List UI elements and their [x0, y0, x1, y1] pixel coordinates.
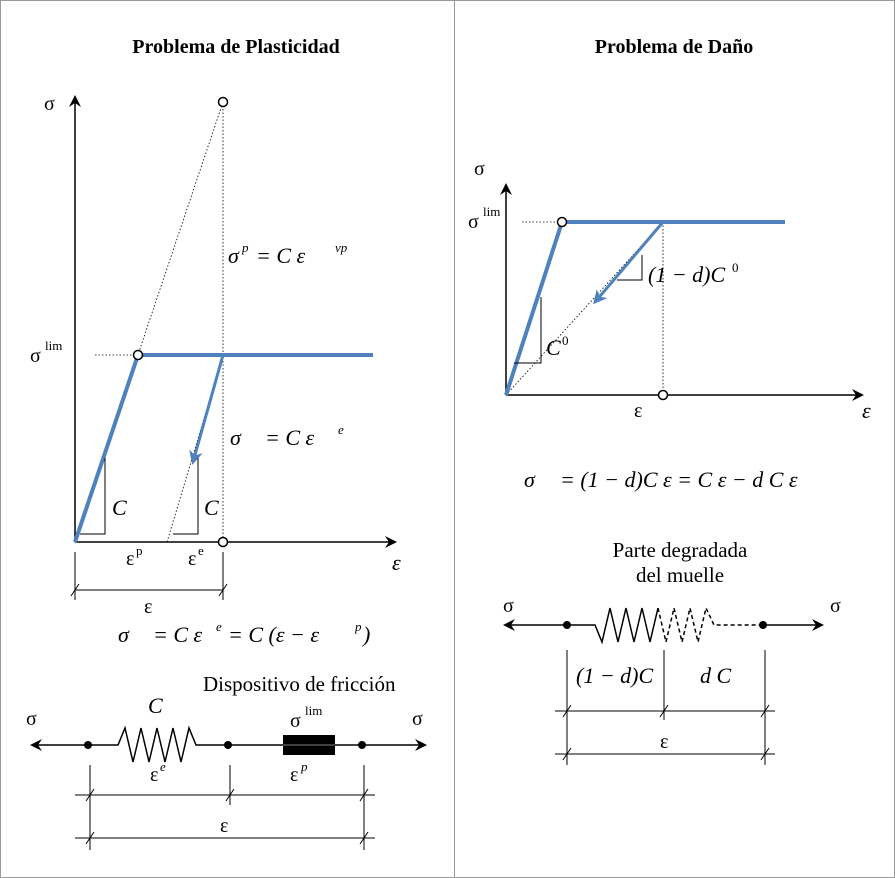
left-dim-slash-b: [218, 583, 228, 597]
left-dev-slash-5: [359, 831, 369, 845]
right-spring-degraded: [657, 605, 763, 643]
left-dev-slash-3: [359, 788, 369, 802]
left-device-label: Dispositivo de fricción: [203, 672, 396, 696]
left-eps-p-device: ε: [290, 764, 298, 786]
right-slope-label-c0-sup: 0: [562, 333, 569, 348]
left-device-sigma-left: σ: [26, 708, 37, 730]
right-slope-label-c0: C: [546, 335, 561, 360]
friction-block-top: [283, 735, 335, 744]
left-eps-e-device-sup: e: [160, 759, 166, 774]
left-sigma-lim-label: σ: [30, 345, 41, 367]
right-slash-4: [562, 747, 572, 761]
friction-block-bottom: [283, 746, 335, 755]
right-node-1: [563, 621, 571, 629]
left-eq-main-a: σ: [118, 622, 130, 647]
right-point-yield: [556, 216, 568, 228]
right-eq-a: σ: [524, 467, 536, 492]
right-sigma-axis-label: σ: [474, 158, 485, 180]
left-node-1: [84, 741, 92, 749]
right-slash-3: [760, 704, 770, 718]
right-slash-2: [659, 704, 669, 718]
right-dim-eps: ε: [660, 731, 668, 753]
left-eps-p-device-sup: p: [300, 759, 308, 774]
left-eps-e-device: ε: [150, 764, 158, 786]
right-stress-strain-curve: [504, 220, 785, 396]
left-eq-main-b: = C ε: [153, 622, 203, 647]
left-friction-sigma-sup: lim: [305, 703, 322, 718]
left-spring-label: C: [148, 693, 163, 718]
left-eps-p-sup: p: [136, 543, 143, 558]
left-dev-slash-4: [85, 831, 95, 845]
left-node-3: [358, 741, 366, 749]
left-eps-e-label: ε: [188, 548, 196, 570]
left-slope-triangle-1: [80, 458, 106, 535]
right-eps-label: ε: [634, 400, 642, 422]
right-seg-a-label: (1 − d)C: [576, 663, 653, 688]
left-eq-main-d: ): [361, 622, 370, 647]
left-slope-label-2: C: [204, 495, 219, 520]
left-eps-axis-label: ε: [392, 550, 401, 575]
left-eq-main-c: = C (ε − ε: [228, 622, 319, 647]
left-eps-p-label: ε: [126, 548, 134, 570]
right-slope-triangle-1: [514, 297, 542, 364]
left-eq-sigma-p-rhs: = C ε: [256, 243, 306, 268]
right-slash-5: [760, 747, 770, 761]
left-dotted-unload-extension: [166, 354, 224, 543]
right-node-2: [759, 621, 767, 629]
right-sigma-lim-label: σ: [468, 211, 479, 233]
left-node-2: [224, 741, 232, 749]
right-sigma-left: σ: [503, 595, 514, 617]
left-eq-sigma-p-sup: p: [241, 240, 249, 255]
left-eq-sigma-p-lhs: σ: [228, 243, 240, 268]
right-spring-label-2: del muelle: [636, 563, 724, 587]
left-dev-eps: ε: [220, 815, 228, 837]
left-spring: [88, 725, 228, 763]
left-eq-sigma-lhs: σ: [230, 425, 242, 450]
left-sigma-axis-label: σ: [44, 93, 55, 115]
right-spring-intact: [567, 607, 659, 645]
right-slope-triangle-2: [617, 255, 643, 281]
right-eps-axis-label: ε: [862, 398, 871, 423]
left-eps-e-sup: e: [198, 543, 204, 558]
left-eq-main-sup-p: p: [354, 619, 362, 634]
right-eq-b: = (1 − d)C ε = C ε − d C ε: [560, 467, 798, 492]
right-spring-label-1: Parte degradada: [613, 538, 748, 562]
left-eq-sigma-rhs: = C ε: [265, 425, 315, 450]
right-sigma-lim-sup: lim: [483, 204, 500, 219]
left-point-yield: [132, 349, 144, 361]
right-unloading-arrow: [593, 221, 665, 305]
right-dotted-damaged: [505, 221, 664, 396]
right-slash-1: [562, 704, 572, 718]
right-title: Problema de Daño: [595, 36, 754, 58]
right-panel-frame: [454, 0, 895, 878]
left-title: Problema de Plasticidad: [132, 36, 339, 58]
left-sigma-lim-sup: lim: [45, 338, 62, 353]
left-dev-slash-1: [85, 788, 95, 802]
left-friction-sigma: σ: [290, 710, 301, 732]
left-eq-sigma-p-rhs-sup: vp: [335, 240, 348, 255]
left-eq-sigma-rhs-sup: e: [338, 422, 344, 437]
left-eq-main-sup-e: e: [216, 619, 222, 634]
left-dim-eps: ε: [144, 596, 152, 618]
left-unloading-arrow: [189, 354, 225, 465]
right-seg-b-label: d C: [700, 663, 732, 688]
right-point-eps: [657, 389, 669, 401]
left-slope-label-1: C: [112, 495, 127, 520]
right-slope-label-damaged-sup: 0: [732, 260, 739, 275]
left-point-eps: [217, 536, 229, 548]
left-dev-slash-2: [225, 788, 235, 802]
left-slope-triangle-2: [173, 458, 199, 535]
left-point-top: [217, 96, 229, 108]
left-dim-slash-a: [70, 583, 80, 597]
right-slope-label-damaged: (1 − d)C: [648, 262, 725, 287]
left-device-sigma-right: σ: [412, 708, 423, 730]
right-sigma-right: σ: [830, 595, 841, 617]
